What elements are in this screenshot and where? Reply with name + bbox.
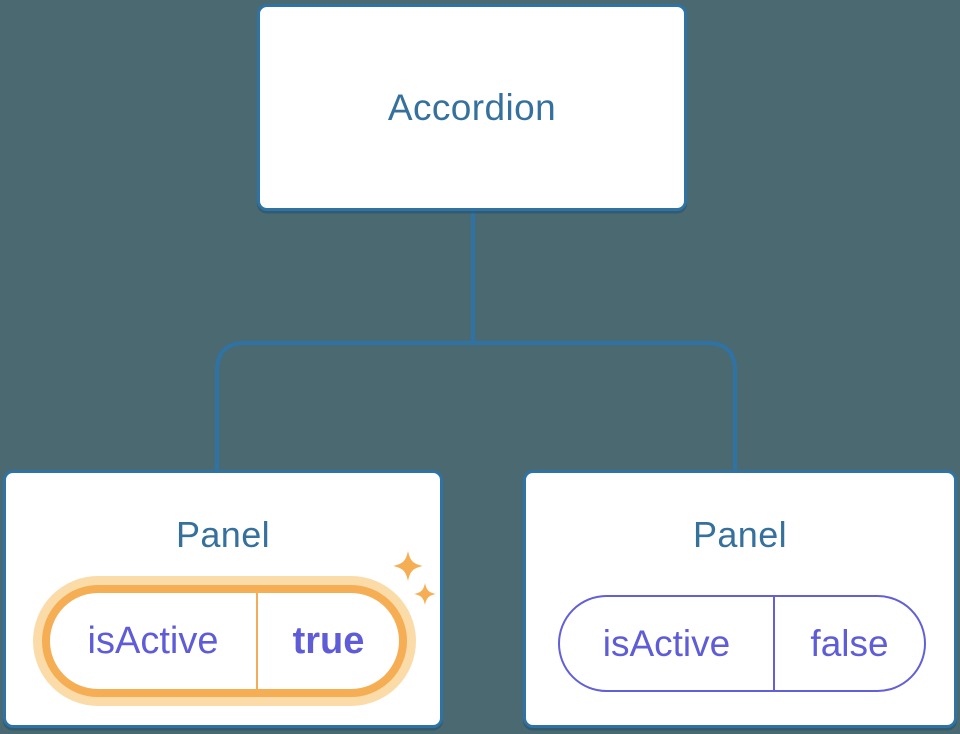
accordion-node: Accordion [257, 4, 687, 211]
state-pill-active: isActive true [42, 585, 407, 697]
pill-divider [773, 597, 775, 690]
state-name: isActive [602, 622, 731, 664]
accordion-node-label: Accordion [387, 86, 557, 128]
panel-node-label: Panel [692, 514, 788, 555]
state-value: true [292, 619, 365, 662]
state-value: false [810, 622, 889, 664]
state-name: isActive [87, 619, 219, 662]
panel-node-label: Panel [175, 514, 271, 555]
sparkles-icon [393, 551, 436, 605]
state-pill-inactive: isActive false [558, 595, 926, 692]
pill-divider [256, 593, 258, 689]
panel-node-inactive: Panel isActive false [523, 470, 957, 728]
panel-node-active: Panel isActive true [3, 470, 443, 728]
